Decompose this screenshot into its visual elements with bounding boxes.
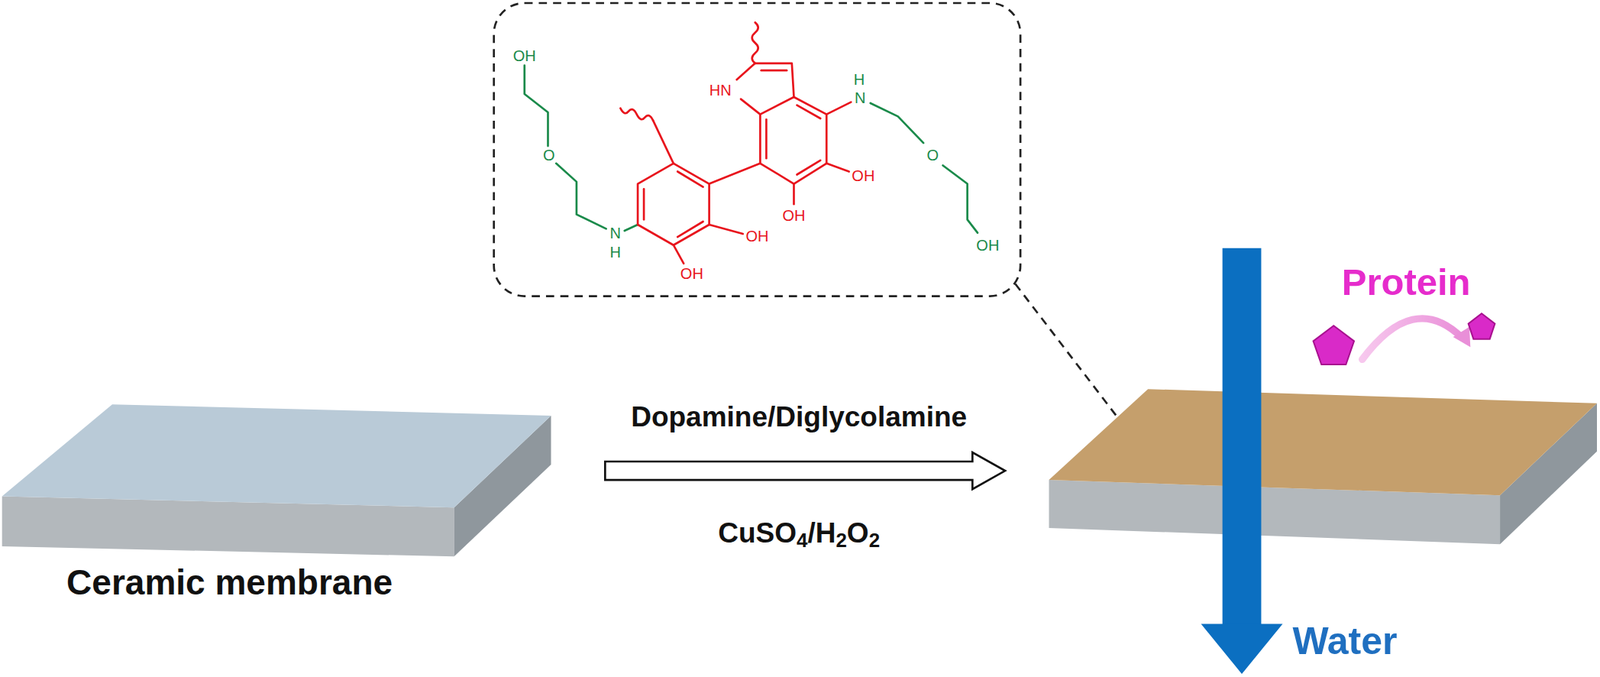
atom-label: OH: [851, 168, 875, 184]
atom-label: N: [609, 225, 621, 241]
protein-label: Protein: [1341, 262, 1471, 301]
water-label: Water: [1292, 621, 1397, 660]
atom-label: H: [609, 244, 621, 260]
reagent-label: Dopamine/Diglycolamine: [630, 402, 967, 431]
atom-label: OH: [782, 207, 805, 224]
leader-line: [1014, 284, 1122, 424]
rejection-arrow: [1362, 318, 1462, 360]
atom-label: OH: [513, 48, 537, 64]
reaction-arrow: [604, 452, 1006, 489]
atom-label: O: [543, 147, 556, 163]
callout-box: [494, 3, 1021, 297]
membrane-label: Ceramic membrane: [66, 564, 393, 600]
atom-label: OH: [976, 237, 999, 253]
protein-symbol: [1313, 325, 1355, 365]
atom-label: N: [854, 90, 866, 106]
rejection-arrowhead: [1453, 326, 1471, 348]
atom-label: O: [926, 147, 939, 163]
atom-label: HN: [709, 82, 732, 98]
modified-membrane: [1049, 388, 1597, 544]
water-arrow: [1201, 248, 1284, 674]
diglycolamine-chain: [524, 65, 978, 233]
atom-label: OH: [680, 265, 704, 282]
ceramic-membrane: [2, 404, 552, 556]
atom-label: OH: [745, 228, 769, 244]
atom-label: H: [853, 71, 865, 88]
polydopamine-core: [620, 22, 851, 263]
catalyst-label: CuSO4/H2O2: [717, 518, 880, 547]
protein-symbol: [1468, 313, 1496, 339]
